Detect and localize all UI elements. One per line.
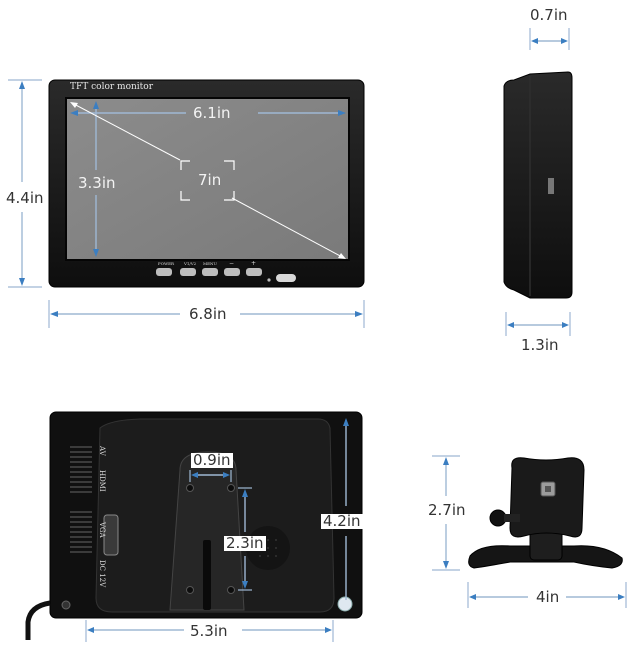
port-label-dc12v: DC 12V [98,560,106,588]
diagonal-label-brackets [180,160,235,201]
port-label-hdmi: HDMI [98,470,106,492]
label-screen-width: 6.1in [193,104,231,122]
button-label-menu: MENU [203,261,217,266]
label-back-overall-height: 4.2in [321,512,363,530]
label-side-bottom-depth: 1.3in [519,336,561,354]
button-label-v1v2: V1/V2 [184,261,197,266]
label-back-mount-spacing: 0.9in [191,451,233,469]
power-cable [25,600,51,640]
port-label-av: AV [98,446,106,456]
stand-height-dimension [432,455,460,571]
mount-slot [203,540,211,610]
label-screen-diagonal: 7in [198,171,222,189]
port-label-vga: VGA [98,522,106,538]
ir-window [276,274,296,282]
button-label-minus: − [229,260,235,267]
front-caption: TFT color monitor [70,82,153,92]
stand-width-dimension [467,582,627,608]
label-front-overall-height: 4.4in [4,189,46,207]
back-vents-left [70,446,92,553]
front-overall-height-dimension [8,79,42,288]
front-buttons [156,268,296,282]
back-overall-width-dimension [85,620,334,642]
button-label-power: POWER [158,261,175,266]
side-top-depth-dimension [529,28,570,50]
vga-port [103,514,119,556]
label-screen-height: 3.3in [78,174,116,192]
label-back-mount-height: 2.3in [224,534,266,552]
label-back-overall-width: 5.3in [188,622,230,640]
stand-knob [489,509,507,527]
back-overall-height-dimension [343,418,349,600]
front-screen-dimensions [70,101,346,259]
stand-mount-plate [509,457,585,538]
label-front-overall-width: 6.8in [187,305,229,323]
side-bottom-depth-dimension [505,312,571,336]
back-mount-height-dimension [238,487,252,591]
power-led [267,278,271,282]
side-switch [548,178,554,194]
label-side-top-depth: 0.7in [528,6,570,24]
back-mount-spacing-dimension [189,470,232,482]
button-label-plus: + [251,260,257,267]
label-stand-height: 2.7in [426,501,468,519]
stand-bracket [468,457,623,569]
label-stand-width: 4in [534,588,562,606]
side-view-monitor [503,71,573,299]
front-overall-width-dimension [48,300,365,328]
back-sticker [337,596,353,612]
back-view-monitor [25,411,363,640]
